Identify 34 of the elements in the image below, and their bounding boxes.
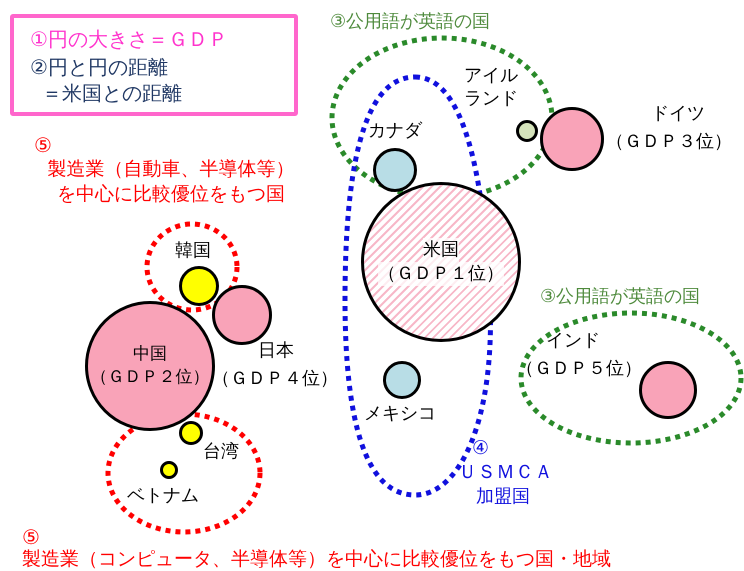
- country-label: （ＧＤＰ４位）: [212, 367, 339, 390]
- group-label: ③公用語が英語の国: [330, 10, 492, 34]
- country-label: ベトナム: [127, 484, 200, 508]
- country-circle: [160, 461, 178, 479]
- country-label: 韓国: [175, 239, 212, 262]
- country-circle: [373, 148, 417, 192]
- country-label: 中国: [133, 343, 167, 366]
- country-label: アイルランド: [464, 64, 519, 111]
- country-circle: [383, 361, 421, 399]
- group-label: ⑤: [22, 524, 41, 549]
- legend-text: ②円と円の距離＝米国との距離: [30, 54, 183, 106]
- group-label: ③公用語が英語の国: [540, 285, 702, 308]
- country-label: インド: [546, 329, 601, 352]
- country-label: （ＧＤＰ２位）: [90, 366, 210, 389]
- group-label: ⑤: [34, 132, 53, 158]
- country-label: （ＧＤＰ５位）: [516, 357, 643, 380]
- country-label: カナダ: [368, 119, 424, 142]
- country-label: メキシコ: [364, 402, 437, 426]
- country-label: 米国: [423, 238, 459, 262]
- group-label: 加盟国: [476, 485, 531, 508]
- country-circle: [179, 421, 203, 445]
- group-label: ④: [472, 436, 490, 461]
- legend-text: ①円の大きさ＝ＧＤＰ: [30, 26, 229, 52]
- country-circle: [516, 120, 538, 142]
- country-circle: [179, 266, 219, 306]
- legend-box: [10, 14, 298, 116]
- group-label: 製造業（コンピュータ、半導体等）を中心に比較優位をもつ国・地域: [22, 547, 612, 571]
- country-label: 日本: [258, 339, 295, 362]
- country-label: （ＧＤＰ３位）: [606, 130, 733, 154]
- group-label: 製造業（自動車、半導体等）を中心に比較優位をもつ国: [46, 157, 296, 206]
- country-label: （ＧＤＰ１位）: [378, 262, 504, 286]
- country-label: ドイツ: [650, 102, 706, 126]
- group-label: ＵＳＭＣＡ: [458, 460, 554, 485]
- country-label: 台湾: [203, 440, 240, 464]
